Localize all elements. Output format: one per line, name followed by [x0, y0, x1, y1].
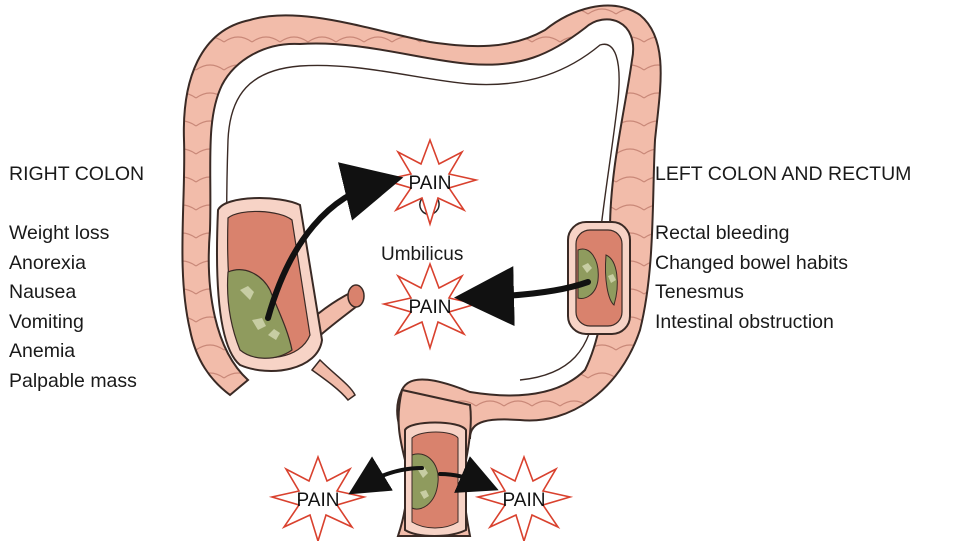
right-colon-cutaway	[217, 198, 322, 371]
left-colon-symptom-list: Rectal bleeding Changed bowel habits Ten…	[655, 219, 848, 337]
right-colon-heading: RIGHT COLON	[9, 163, 144, 186]
pain-star-middle: PAIN	[384, 264, 476, 348]
right-colon-symptom-list: Weight loss Anorexia Nausea Vomiting Ane…	[9, 219, 137, 396]
pain-label-lower-left: PAIN	[297, 490, 340, 511]
rectum-cutaway	[405, 423, 466, 537]
left-colon-heading: LEFT COLON AND RECTUM	[655, 163, 911, 186]
pain-star-lower-left: PAIN	[272, 457, 364, 541]
list-item: Vomiting	[9, 308, 137, 338]
list-item: Tenesmus	[655, 278, 848, 308]
pain-star-upper: PAIN	[384, 140, 476, 224]
pain-label-upper: PAIN	[409, 173, 452, 194]
list-item: Nausea	[9, 278, 137, 308]
list-item: Anorexia	[9, 249, 137, 279]
pain-label-lower-right: PAIN	[503, 490, 546, 511]
left-colon-cutaway	[568, 222, 630, 334]
list-item: Weight loss	[9, 219, 137, 249]
list-item: Palpable mass	[9, 367, 137, 397]
list-item: Rectal bleeding	[655, 219, 848, 249]
pain-label-middle: PAIN	[409, 297, 452, 318]
list-item: Anemia	[9, 337, 137, 367]
appendix	[312, 360, 355, 400]
list-item: Changed bowel habits	[655, 249, 848, 279]
pain-star-lower-right: PAIN	[478, 457, 570, 541]
umbilicus-label: Umbilicus	[381, 244, 463, 266]
list-item: Intestinal obstruction	[655, 308, 848, 338]
